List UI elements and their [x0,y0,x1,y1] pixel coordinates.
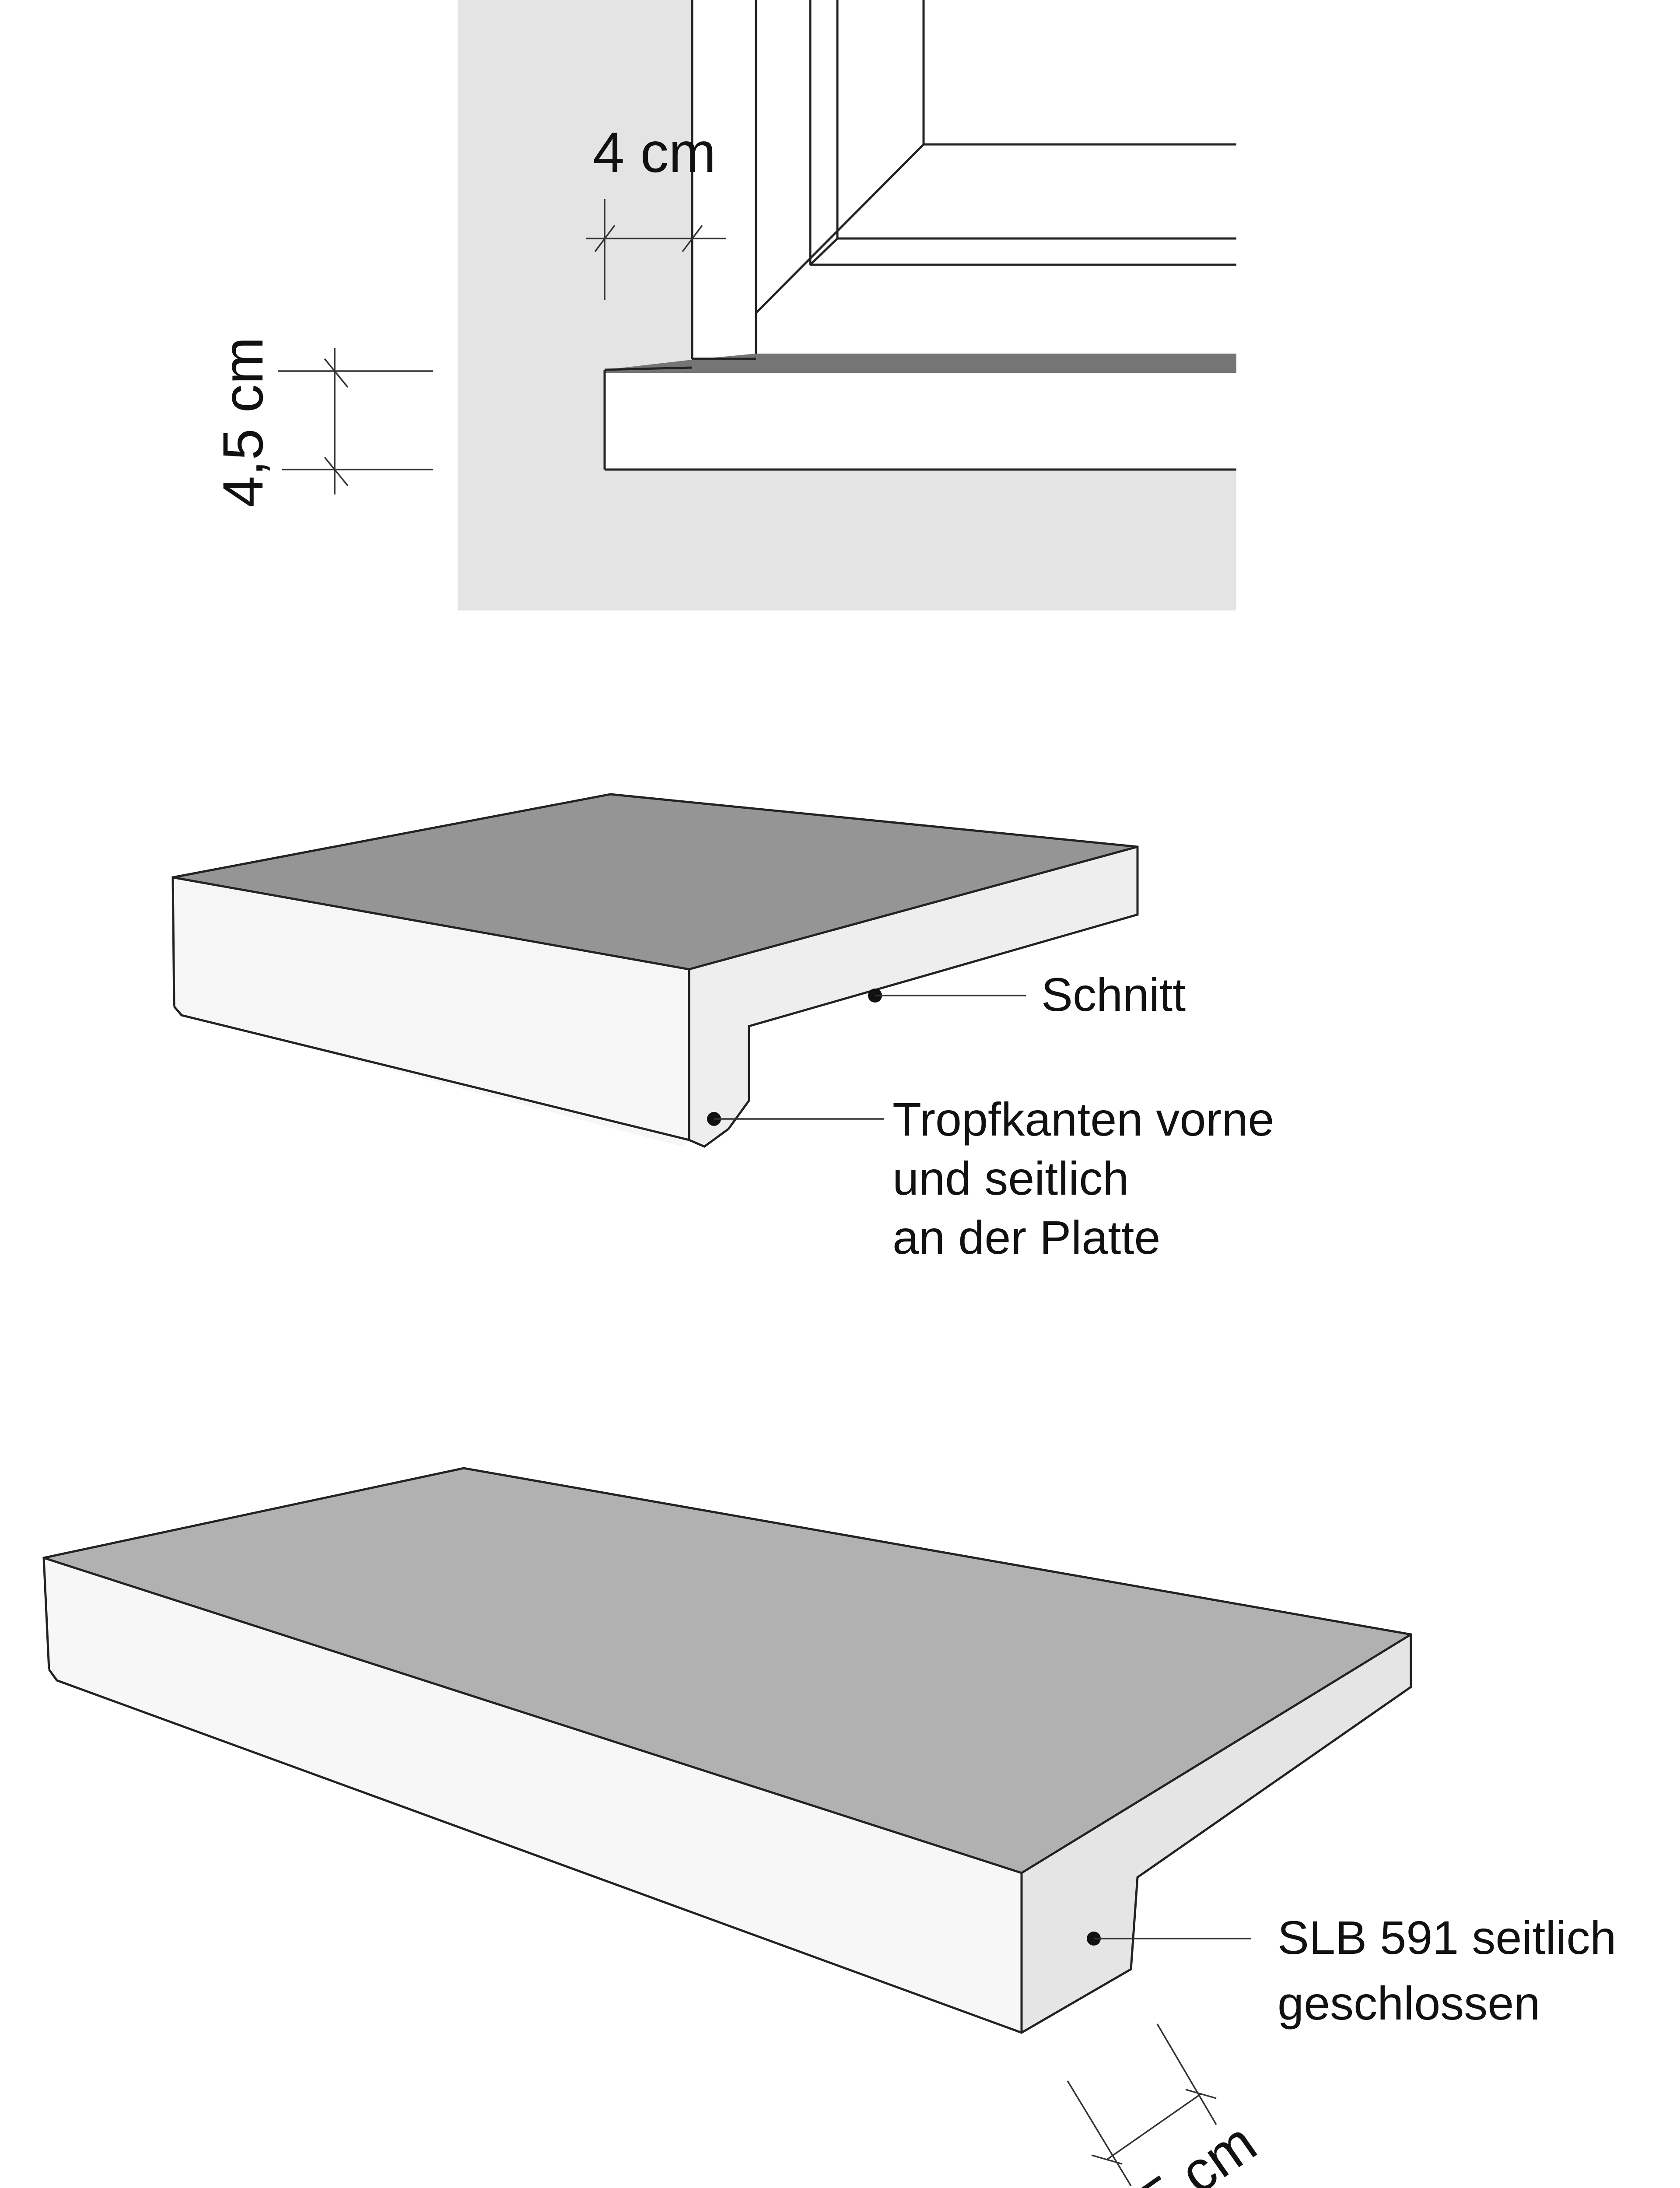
callout-cut-label: Schnitt [1041,968,1186,1021]
sill2-top-face [44,1468,1411,1873]
section-detail: 4 cm 4,5 cm [211,0,1236,610]
sill-side-face [689,847,1138,1147]
callout-drip-line-2: und seitlich [892,1152,1129,1205]
sill-section [605,373,1236,469]
dimension-4-5cm-label: 4,5 cm [211,337,275,508]
dimension-4-5cm: 4,5 cm [211,337,433,508]
window-frame [692,0,1236,357]
callout-closed-side: SLB 591 seitlich geschlossen [1087,1911,1616,2030]
callout-drip-edge: Tropfkanten vorne und seitlich an der Pl… [707,1093,1274,1264]
callout-closed-side-line-2: geschlossen [1278,1977,1540,2030]
seal-strip [605,354,1236,375]
dimension-5cm: 5 cm [1067,2023,1267,2188]
sill-front-face [173,877,689,1147]
dimension-4cm-label: 4 cm [593,120,716,184]
sill2-side-face [1022,1634,1411,2033]
callout-cut: Schnitt [868,968,1186,1021]
dimension-4cm: 4 cm [586,120,726,300]
callout-drip-line-1: Tropfkanten vorne [892,1093,1274,1146]
callout-drip-line-3: an der Platte [892,1211,1160,1264]
callout-closed-side-line-1: SLB 591 seitlich [1278,1911,1616,1964]
sill-closed-side-illustration: SLB 591 seitlich geschlossen 5 cm [42,1467,1616,2188]
sill-drip-edge-illustration: Schnitt Tropfkanten vorne und seitlich a… [172,793,1274,1264]
sill2-front-face [44,1558,1022,2033]
sill-top-face [173,794,1138,969]
dimension-5cm-label: 5 cm [1130,2110,1267,2188]
